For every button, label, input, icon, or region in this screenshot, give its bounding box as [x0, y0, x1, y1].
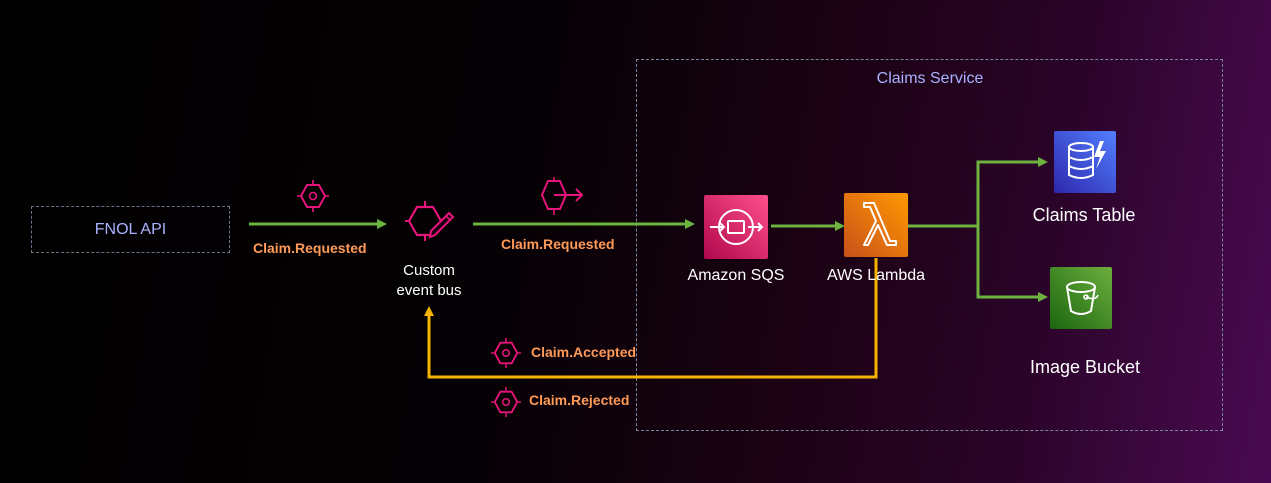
- arrow-lambda-to-bucket: [976, 226, 1048, 302]
- event-icon-rejected: [491, 387, 521, 417]
- event-icon: [297, 180, 329, 212]
- edge-label-bus-to-sqs: Claim.Requested: [501, 236, 615, 252]
- fnol-api-box: [31, 206, 230, 253]
- fnol-api-label: FNOL API: [94, 221, 167, 238]
- rule-icon: [540, 177, 584, 215]
- edge-label-accepted: Claim.Accepted: [531, 344, 637, 360]
- amazon-sqs-label: Amazon SQS: [687, 267, 785, 284]
- aws-lambda-icon: [844, 193, 908, 257]
- amazon-sqs-icon: [704, 195, 768, 259]
- image-bucket-label: Image Bucket: [1029, 357, 1141, 377]
- claims-service-group: [636, 59, 1223, 431]
- event-icon-accepted: [491, 338, 521, 368]
- claims-service-label: Claims Service: [876, 70, 984, 87]
- edge-label-rejected: Claim.Rejected: [529, 392, 630, 408]
- custom-event-bus-label: Custom event bus: [396, 262, 462, 299]
- amazon-dynamodb-icon: [1054, 131, 1116, 193]
- amazon-s3-bucket-icon: [1050, 267, 1112, 329]
- claims-table-label: Claims Table: [1032, 205, 1136, 225]
- custom-event-bus-icon: [405, 201, 455, 241]
- edge-label-api-to-bus: Claim.Requested: [253, 240, 367, 256]
- aws-lambda-label: AWS Lambda: [826, 267, 926, 284]
- arrow-lambda-to-table: [908, 157, 1048, 228]
- arrow-lambda-to-bus: [424, 258, 878, 379]
